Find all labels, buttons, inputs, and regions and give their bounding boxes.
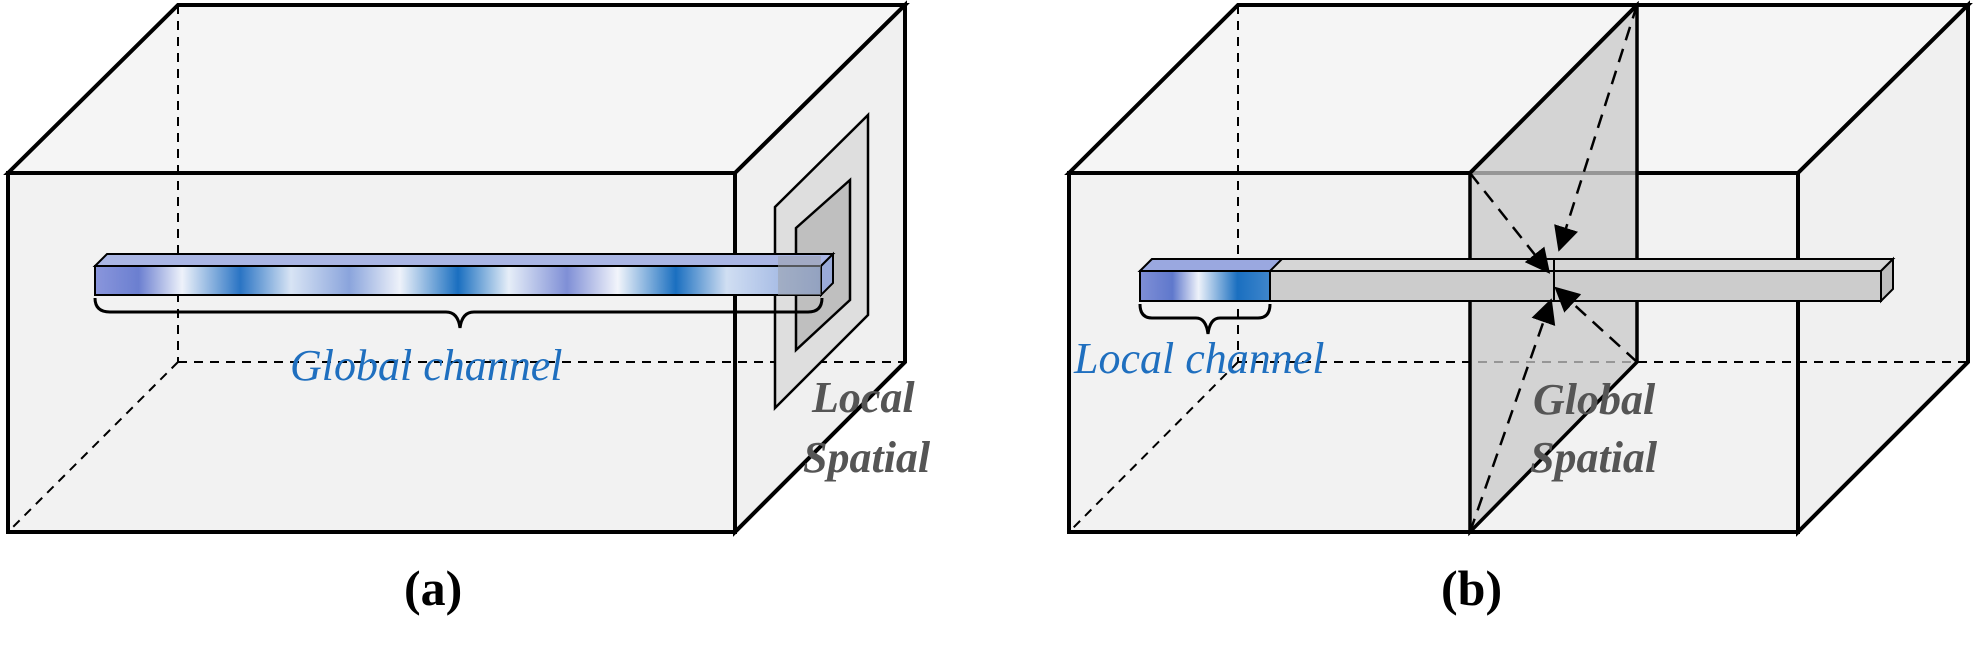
local-channel-label: Local channel [1073, 334, 1325, 383]
panel-a: Global channel Local Spatial (a) [3, 0, 931, 616]
local-spatial-label-line2: Spatial [803, 433, 931, 482]
plane-top-edge [1468, 3, 1639, 175]
panel-b: Local channel Global Spatial (b) [1064, 0, 1973, 616]
global-channel-brace [93, 297, 824, 329]
box-a-hidden-edges [7, 5, 905, 533]
caption-b: (b) [1441, 560, 1502, 616]
global-channel-label: Global channel [290, 341, 563, 390]
global-spatial-arrows [1468, 4, 1639, 533]
global-spatial-label-line1: Global [1533, 375, 1656, 424]
box-b-hidden-edges [1068, 5, 1968, 533]
local-channel-bar [1137, 256, 1896, 304]
local-channel-brace [1138, 303, 1272, 335]
global-channel-bar [92, 251, 836, 298]
global-spatial-label-line2: Spatial [1530, 433, 1658, 482]
caption-a: (a) [404, 560, 462, 616]
local-spatial-label-line1: Local [811, 373, 915, 422]
